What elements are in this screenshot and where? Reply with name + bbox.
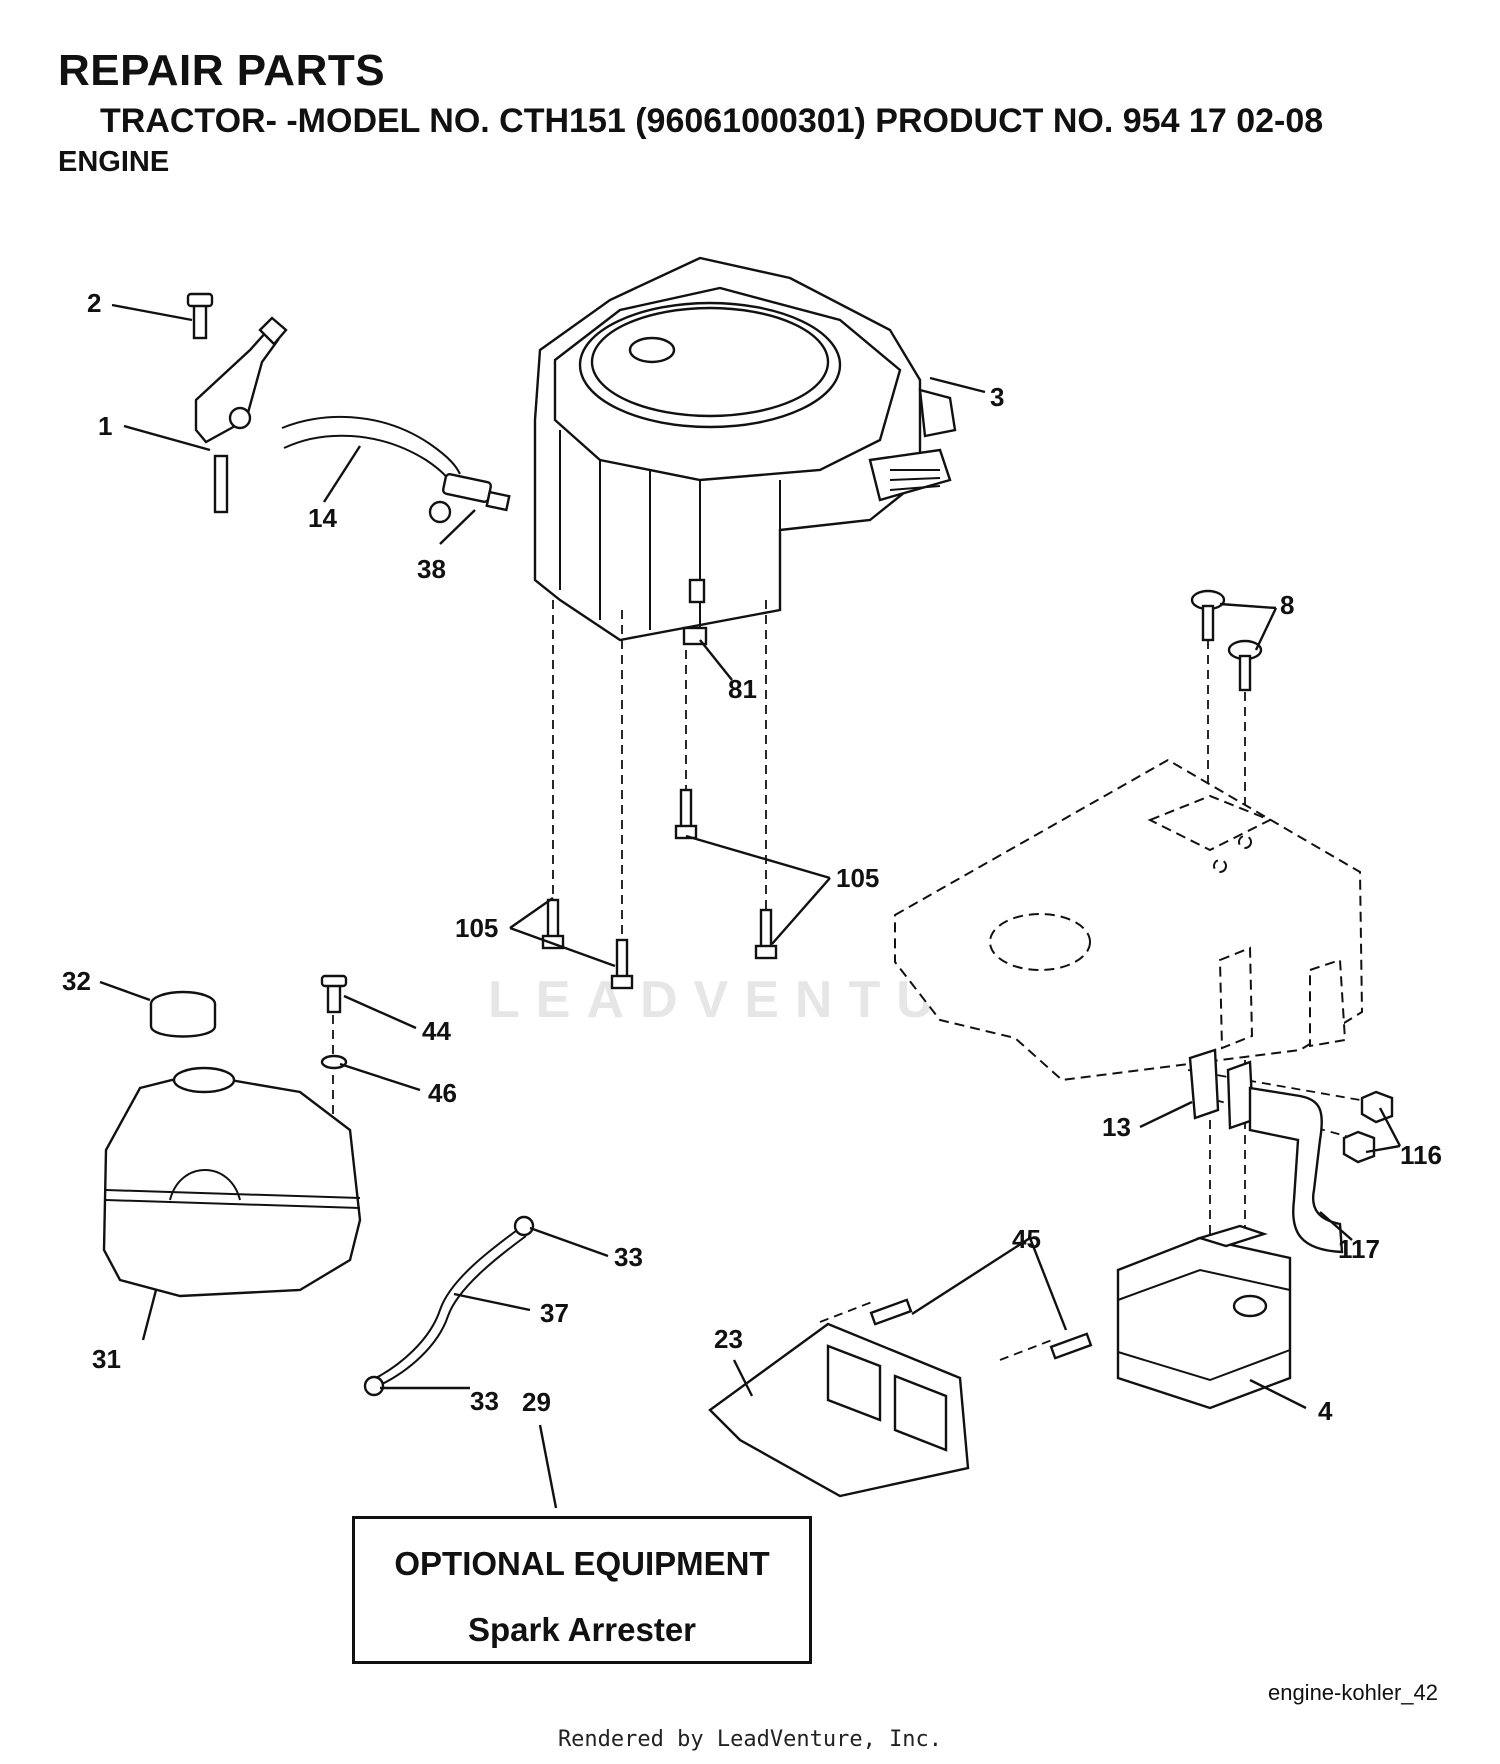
alignment-lines [332,600,1361,1361]
throttle-control-drawing [186,292,288,514]
diagram-reference: engine-kohler_42 [1267,1680,1438,1705]
optional-equipment-item: Spark Arrester [467,1611,697,1648]
callout-33-bottom: 33 [470,1386,499,1416]
optional-equipment-box: OPTIONAL EQUIPMENT Spark Arrester [352,1516,812,1664]
engine-drawing [533,256,957,646]
callout-105-right: 105 [836,863,879,893]
callout-38: 38 [417,554,446,584]
callout-32: 32 [62,966,91,996]
callout-105-left: 105 [455,913,498,943]
render-credit: Rendered by LeadVenture, Inc. [557,1727,943,1752]
callouts: 2 1 14 38 3 81 8 105 105 32 44 46 13 116… [62,288,1442,1426]
fuel-tank-drawing [102,974,362,1298]
callout-31: 31 [92,1344,121,1374]
callout-46: 46 [428,1078,457,1108]
callout-33-top: 33 [614,1242,643,1272]
engine-bolts-drawing [541,788,778,990]
model-subtitle: TRACTOR- -MODEL NO. CTH151 (96061000301)… [100,102,1324,140]
callout-45: 45 [1012,1224,1041,1254]
callout-29: 29 [522,1387,551,1417]
fuel-line-drawing [281,415,511,524]
tractor-frame-drawing [894,758,1364,1082]
callout-117: 117 [1338,1234,1380,1264]
callout-2: 2 [87,288,101,318]
section-title: ENGINE [58,146,170,178]
page-title: REPAIR PARTS [58,46,386,95]
callout-4: 4 [1318,1396,1333,1426]
callout-37: 37 [540,1298,569,1328]
callout-23: 23 [714,1324,743,1354]
callout-1: 1 [98,411,112,441]
callout-116: 116 [1400,1140,1442,1170]
exhaust-drawing [1188,1048,1394,1254]
heat-shield-drawing [708,1298,1093,1498]
callout-8: 8 [1280,590,1294,620]
leader-lines [99,303,1402,1509]
callout-3: 3 [990,382,1004,412]
callout-13: 13 [1102,1112,1131,1142]
fuel-hose-drawing [363,1215,535,1397]
callout-14: 14 [308,503,337,533]
optional-equipment-title: OPTIONAL EQUIPMENT [394,1545,770,1582]
frame-bolts-drawing [1190,589,1263,692]
callout-44: 44 [422,1016,451,1046]
callout-81: 81 [728,674,757,704]
muffler-drawing [1116,1224,1292,1410]
